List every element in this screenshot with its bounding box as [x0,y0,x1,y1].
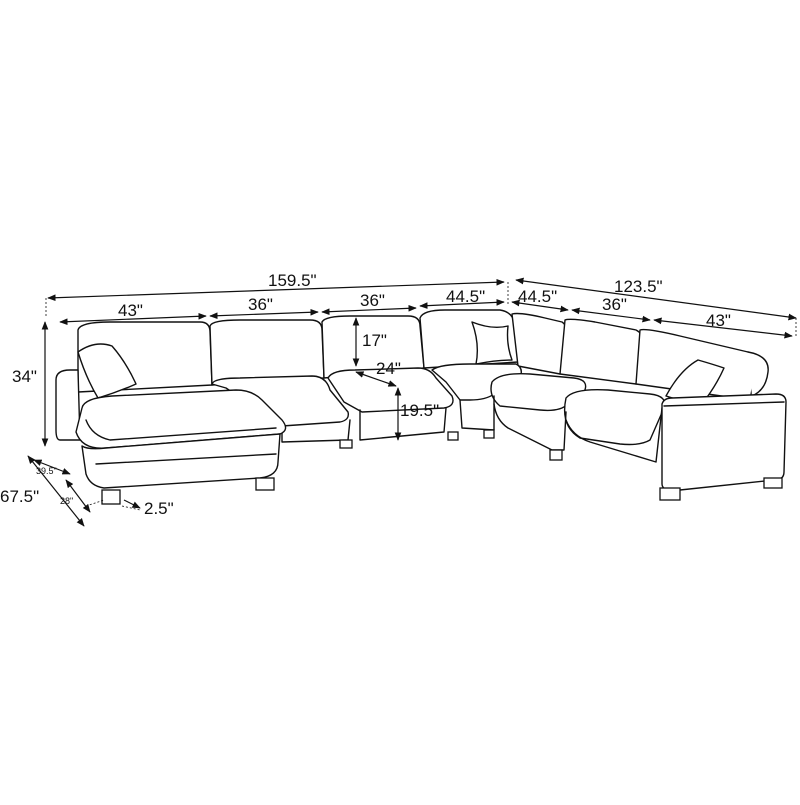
back-cushion-5 [559,318,644,385]
chaise-base-edge [95,453,277,465]
seat-cushion-2 [211,375,350,427]
leg-4 [447,431,459,441]
dim-line-right-end [653,317,793,339]
label-corner-left: 44.5" [446,287,485,306]
base-6 [565,407,663,463]
dim-line-seat-3 [321,304,417,316]
leg-6 [549,449,563,461]
chaise-base [81,433,281,489]
dim-line-chaise-part [33,459,71,475]
dim-line-corner-left [419,299,505,309]
dim-line-overall-return [515,277,797,321]
leg-5 [483,429,495,439]
dim-line-leg-height [123,499,141,509]
label-leg-height: 2.5" [144,499,174,518]
label-seat-height: 19.5" [400,401,439,420]
label-seat-3: 36" [360,291,385,310]
right-arm-top [663,401,785,407]
label-backrest-height: 17" [362,331,387,350]
pillow-middle [471,321,513,365]
dim-line-seat-depth [355,371,397,387]
label-overall-length: 159.5" [268,271,317,290]
back-cushion-2 [209,319,325,386]
label-chaise-depth: 67.5" [0,487,39,506]
label-right-end: 43" [706,311,731,330]
chaise-piping [85,419,277,441]
base-middle [281,419,351,443]
chaise-cushion [75,389,287,449]
label-seat-2: 36" [248,295,273,314]
label-seat-depth: 24" [376,359,401,378]
pillow-left [77,343,137,399]
back-cushion-corner-right [511,312,568,375]
label-seat-depth-part: 28" [60,496,73,506]
base-3 [359,407,447,441]
dim-line-overall-length [47,278,505,302]
leg-3 [339,439,353,449]
dim-line-seat-part [65,479,91,513]
label-seat-right: 36" [602,295,627,314]
label-corner-right: 44.5" [518,287,557,306]
leader-leg [121,505,141,511]
dim-line-seat-2 [209,308,319,320]
label-seat-1: 43" [118,301,143,320]
leg-1 [101,489,121,505]
label-overall-return: 123.5" [614,277,663,296]
dimension-labels: 159.5" 123.5" 43" 36" 36" 44.5" 44.5" 36… [0,271,731,518]
dim-line-seat-1 [59,312,207,326]
right-arm [661,393,787,492]
label-chaise-depth-part: 39.5" [36,466,57,476]
leg-7 [659,487,681,501]
right-arm-roll [747,351,769,397]
dim-line-corner-right [511,299,569,313]
seat-cushion-corner [431,363,523,401]
leg-8 [763,477,783,489]
dim-line-seat-right [571,307,651,323]
label-back-height: 34" [12,367,37,386]
base-corner [459,395,495,431]
leg-2 [255,477,275,491]
dimension-lines [27,277,797,527]
leader-chaise [85,499,105,507]
base-5 [493,403,567,451]
sofa-illustration [55,309,787,505]
